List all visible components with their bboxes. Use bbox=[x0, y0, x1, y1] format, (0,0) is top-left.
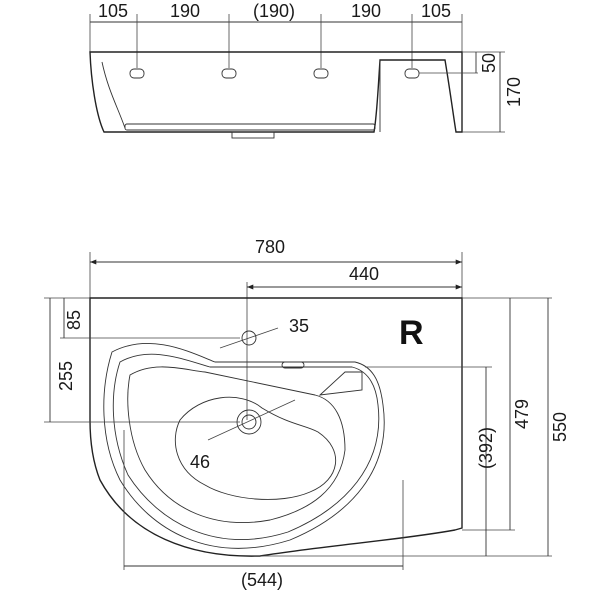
dim-550: 550 bbox=[550, 412, 570, 442]
dim-544: (544) bbox=[241, 570, 283, 590]
bowl-inner bbox=[174, 396, 336, 500]
dim-440: 440 bbox=[349, 264, 379, 284]
dim-479: 479 bbox=[512, 399, 532, 429]
dim-190-c: 190 bbox=[351, 1, 381, 21]
dim-392: (392) bbox=[476, 427, 496, 469]
tap-hole bbox=[129, 68, 145, 79]
dim-50: 50 bbox=[479, 53, 499, 73]
orientation-mark-r: R bbox=[399, 314, 424, 352]
dim-35: 35 bbox=[289, 316, 309, 336]
tap-hole-plan bbox=[241, 330, 257, 346]
drain-hole bbox=[236, 409, 262, 435]
dim-255: 255 bbox=[56, 361, 76, 391]
side-view-outline bbox=[89, 51, 463, 133]
side-view: 105 190 (190) 190 105 50 170 bbox=[89, 1, 524, 139]
dim-190-b: (190) bbox=[253, 1, 295, 21]
dim-780: 780 bbox=[255, 237, 285, 257]
dim-190-a: 190 bbox=[170, 1, 200, 21]
dim-105-left: 105 bbox=[98, 1, 128, 21]
tap-hole bbox=[313, 68, 329, 79]
dim-46: 46 bbox=[190, 452, 210, 472]
tap-hole bbox=[221, 68, 237, 79]
dim-105-right: 105 bbox=[421, 1, 451, 21]
dim-85: 85 bbox=[64, 310, 84, 330]
plan-view: 780 440 35 46 R 85 255 bbox=[44, 237, 570, 590]
overflow-slot bbox=[281, 361, 305, 369]
basin-outline bbox=[89, 297, 463, 557]
dim-170: 170 bbox=[504, 77, 524, 107]
tap-hole bbox=[404, 68, 420, 79]
